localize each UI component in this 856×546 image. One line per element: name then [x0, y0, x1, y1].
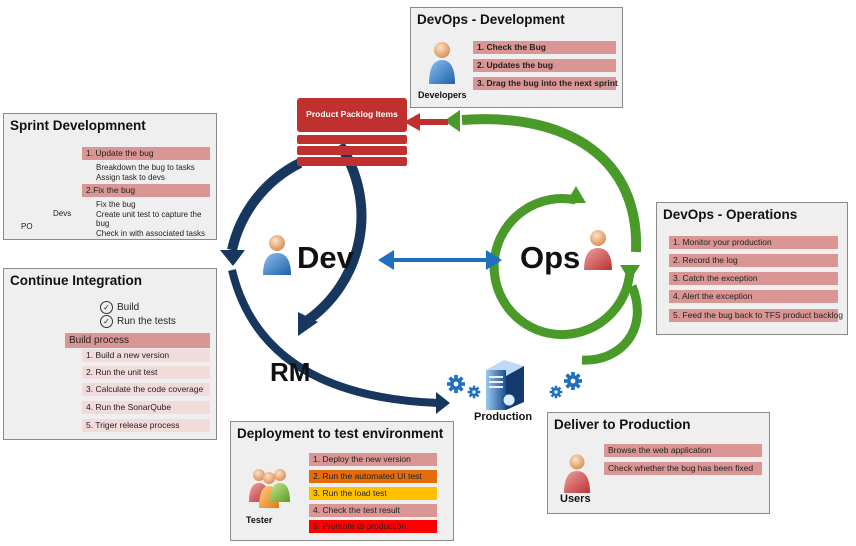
- ops-label: Ops: [520, 240, 581, 275]
- product-backlog-stack: Product Packlog Items: [297, 98, 448, 166]
- ci-build-process-header: Build process: [65, 333, 210, 348]
- deliver-step-1: Browse the web application: [604, 444, 762, 457]
- ops-step-5: 5. Feed the bug back to TFS product back…: [669, 309, 843, 322]
- backlog-label: Product Packlog Items: [306, 109, 398, 119]
- production-server-icon: [447, 360, 582, 410]
- deploy-title: Deployment to test environment: [237, 426, 444, 441]
- users-label: Users: [560, 493, 591, 505]
- developer-person-icon: [429, 42, 455, 84]
- ops-step-1: 1. Monitor your production: [669, 236, 838, 249]
- continue-integration-panel: Continue Integration ✓ Build ✓ Run the tes…: [3, 268, 217, 440]
- ci-check-build: ✓ Build: [100, 301, 139, 314]
- ci-step-2: 2. Run the unit test: [82, 366, 210, 379]
- check-icon: ✓: [100, 301, 113, 314]
- ops-step-4: 4. Alert the exception: [669, 290, 838, 303]
- sprint-step-1: 1. Update the bug: [82, 147, 210, 160]
- deliver-step-2: Check whether the bug has been fixed: [604, 462, 762, 475]
- deploy-step-5: 5. Promote to production: [309, 520, 437, 533]
- production-label: Production: [474, 411, 533, 423]
- check-icon: ✓: [100, 315, 113, 328]
- sprint-step-2-sub-1: Fix the bug: [96, 200, 136, 209]
- po-label: PO: [21, 222, 33, 231]
- dev-loop: [220, 142, 450, 414]
- dev-step-3: 3. Drag the bug into the next sprint: [473, 77, 618, 90]
- devops-operations-panel: DevOps - Operations 1. Monitor your prod…: [656, 202, 848, 335]
- rm-label: RM: [270, 357, 311, 387]
- deliver-production-panel: Deliver to Production Users Browse the w…: [547, 412, 770, 514]
- sprint-step-1-sub-2: Assign task to devs: [96, 173, 165, 182]
- ci-step-1: 1. Build a new version: [82, 349, 210, 362]
- tester-people-icon: [249, 469, 290, 508]
- user-person-icon: [564, 454, 590, 493]
- sprint-development-panel: Sprint Developmnent 1. Update the bug Br…: [3, 113, 217, 240]
- ops-person-icon: [584, 230, 612, 270]
- deployment-test-panel: Deployment to test environment Tester 1.…: [230, 421, 454, 541]
- devs-label: Devs: [53, 209, 72, 218]
- sprint-step-1-sub-1: Breakdown the bug to tasks: [96, 163, 195, 172]
- dev-step-1: 1. Check the Bug: [473, 41, 616, 54]
- sprint-step-2-sub-3: bug: [96, 219, 110, 228]
- ci-check-tests: ✓ Run the tests: [100, 315, 176, 328]
- ci-step-3: 3. Calculate the code coverage: [82, 383, 210, 396]
- deploy-step-3: 3. Run the load test: [309, 487, 437, 500]
- deploy-step-2: 2. Run the automated UI test: [309, 470, 437, 483]
- dev-person-icon: [263, 235, 291, 275]
- ci-check-build-label: Build: [117, 302, 140, 314]
- devops-development-title: DevOps - Development: [417, 12, 565, 27]
- tester-label: Tester: [246, 515, 273, 525]
- sprint-step-2: 2.Fix the bug: [82, 184, 210, 197]
- ci-check-tests-label: Run the tests: [117, 316, 176, 328]
- ci-step-5: 5. Triger release process: [82, 419, 210, 432]
- operations-title: DevOps - Operations: [663, 207, 798, 222]
- devops-development-panel: DevOps - Development Developers 1. Check…: [410, 7, 623, 108]
- dev-step-2: 2. Updates the bug: [473, 59, 616, 72]
- deliver-title: Deliver to Production: [554, 417, 691, 432]
- deploy-step-4: 4. Check the test result: [309, 504, 437, 517]
- ops-loop: [444, 110, 642, 365]
- ci-step-4: 4. Run the SonarQube: [82, 401, 210, 414]
- ci-title: Continue Integration: [10, 273, 142, 288]
- ops-step-2: 2. Record the log: [669, 254, 838, 267]
- sprint-title: Sprint Developmnent: [10, 118, 146, 133]
- dev-label: Dev: [297, 240, 354, 275]
- dev-ops-link-arrow: [378, 250, 502, 270]
- ops-step-3: 3. Catch the exception: [669, 272, 838, 285]
- sprint-step-2-sub-2: Create unit test to capture the: [96, 210, 202, 219]
- developers-label: Developers: [418, 90, 467, 100]
- sprint-step-2-sub-4: Check in with associated tasks: [96, 229, 205, 238]
- deploy-step-1: 1. Deploy the new version: [309, 453, 437, 466]
